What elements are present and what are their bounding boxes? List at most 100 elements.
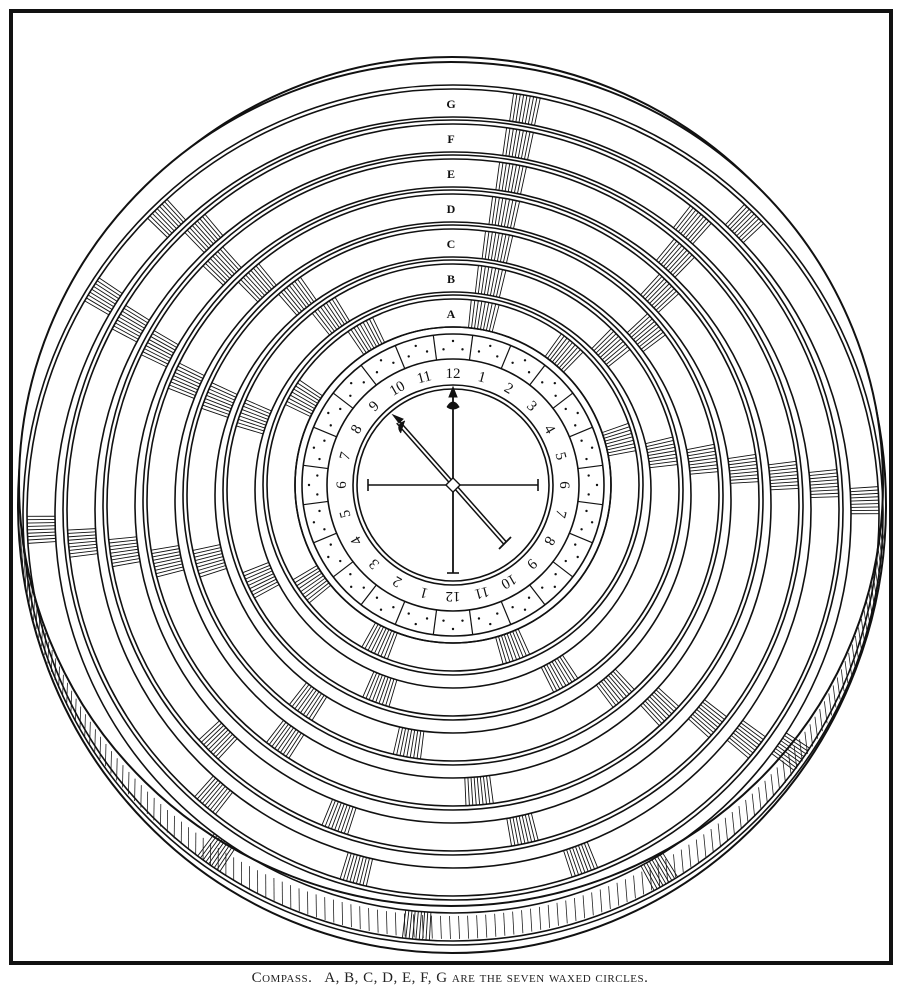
hatch-line bbox=[27, 525, 56, 527]
hatch-line bbox=[655, 689, 677, 710]
hatch-line bbox=[850, 492, 879, 496]
wax-hatch-block bbox=[502, 127, 534, 160]
hatch-line bbox=[520, 166, 527, 195]
wax-hatch-block bbox=[361, 622, 398, 660]
hatch-line bbox=[291, 391, 317, 407]
tick-divider bbox=[577, 464, 603, 470]
hatch-line bbox=[599, 338, 622, 358]
hatch-line bbox=[687, 447, 715, 454]
tick-dot bbox=[574, 424, 577, 427]
hatch-line bbox=[470, 777, 474, 806]
hatch-line bbox=[566, 849, 576, 877]
tick-divider bbox=[500, 345, 512, 369]
hatch-line bbox=[373, 628, 387, 654]
hatch-line bbox=[412, 911, 416, 940]
hatch-line bbox=[577, 845, 589, 872]
hatch-line bbox=[635, 323, 658, 343]
tick-dot bbox=[339, 407, 342, 411]
hatch-line bbox=[489, 775, 494, 804]
hatch-line bbox=[518, 94, 525, 123]
hatch-line bbox=[294, 567, 319, 584]
ring-c: C bbox=[182, 224, 724, 766]
tick-divider bbox=[552, 561, 574, 578]
rim-hatch-line bbox=[521, 910, 524, 934]
hatch-line bbox=[698, 706, 721, 726]
hatch-line bbox=[219, 847, 236, 872]
hatch-line bbox=[242, 405, 270, 417]
hatch-line bbox=[773, 750, 797, 768]
wax-hatch-block bbox=[506, 813, 539, 847]
hatch-line bbox=[657, 856, 673, 881]
hatch-line bbox=[768, 460, 797, 466]
hatch-line bbox=[850, 506, 879, 508]
hatch-line bbox=[377, 629, 390, 656]
ring-outer-line-inner bbox=[66, 123, 840, 897]
dial-numeral: 5 bbox=[337, 508, 354, 519]
hatch-line bbox=[250, 270, 270, 292]
hatch-line bbox=[305, 693, 322, 718]
hatch-line bbox=[69, 553, 98, 558]
hatch-line bbox=[392, 726, 400, 755]
hatch-line bbox=[109, 542, 138, 547]
hatch-line bbox=[171, 378, 198, 391]
tick-dot bbox=[349, 394, 352, 397]
wax-hatch-block bbox=[645, 436, 678, 469]
hatch-line bbox=[677, 209, 697, 233]
tick-dot bbox=[527, 371, 531, 374]
hatch-line bbox=[297, 382, 322, 399]
tick-dot bbox=[496, 355, 499, 358]
wax-hatch-block bbox=[285, 379, 323, 418]
wax-hatch-block bbox=[544, 333, 584, 373]
rim-hatch-line bbox=[649, 867, 653, 891]
hatch-line bbox=[422, 911, 426, 940]
tick-dot bbox=[461, 348, 464, 351]
hatch-line bbox=[562, 654, 579, 679]
hatch-line bbox=[560, 349, 581, 371]
hatch-line bbox=[704, 699, 727, 718]
wax-hatch-block bbox=[481, 230, 514, 264]
hatch-line bbox=[340, 805, 351, 833]
hatch-line bbox=[554, 659, 570, 685]
tick-divider bbox=[360, 584, 377, 606]
hatch-line bbox=[110, 551, 139, 557]
hatch-line bbox=[680, 211, 699, 235]
hatch-line bbox=[111, 558, 140, 564]
caption-letters: A, B, C, D, E, F, G bbox=[324, 970, 448, 986]
hatch-line bbox=[166, 199, 187, 221]
hatch-line bbox=[204, 398, 232, 410]
rim-hatch-line bbox=[94, 729, 96, 752]
hatch-line bbox=[215, 791, 234, 815]
hatch-line bbox=[651, 694, 673, 715]
tick-dot bbox=[541, 381, 544, 384]
hatch-line bbox=[730, 481, 759, 484]
tick-dot bbox=[362, 586, 365, 589]
wax-hatch-block bbox=[626, 313, 666, 353]
wax-hatch-block bbox=[509, 93, 541, 126]
hatch-line bbox=[27, 522, 56, 524]
rim-hatch-line bbox=[851, 644, 856, 667]
hatch-line bbox=[255, 265, 275, 288]
rim-hatch-line bbox=[89, 721, 91, 744]
hatch-line bbox=[251, 578, 277, 593]
rim-hatch-line bbox=[530, 908, 533, 932]
hatch-line bbox=[96, 280, 121, 297]
hatch-line bbox=[219, 248, 240, 271]
hatch-line bbox=[810, 496, 839, 499]
hatch-line bbox=[208, 840, 226, 865]
hatch-line bbox=[769, 474, 798, 478]
hatch-line bbox=[156, 208, 177, 230]
tick-divider bbox=[432, 335, 438, 361]
hatch-line bbox=[649, 460, 678, 466]
tick-dot bbox=[414, 344, 417, 348]
hatch-line bbox=[342, 853, 352, 881]
hatch-line bbox=[479, 776, 484, 805]
hatch-line bbox=[500, 198, 507, 227]
hatch-line bbox=[285, 732, 302, 757]
hatch-line bbox=[268, 721, 287, 745]
hatch-line bbox=[212, 789, 231, 813]
hatch-line bbox=[240, 279, 261, 301]
hatch-line bbox=[610, 672, 630, 695]
hatch-line bbox=[601, 422, 629, 434]
ring-outer-line-inner bbox=[226, 263, 680, 717]
hatch-line bbox=[69, 550, 98, 555]
